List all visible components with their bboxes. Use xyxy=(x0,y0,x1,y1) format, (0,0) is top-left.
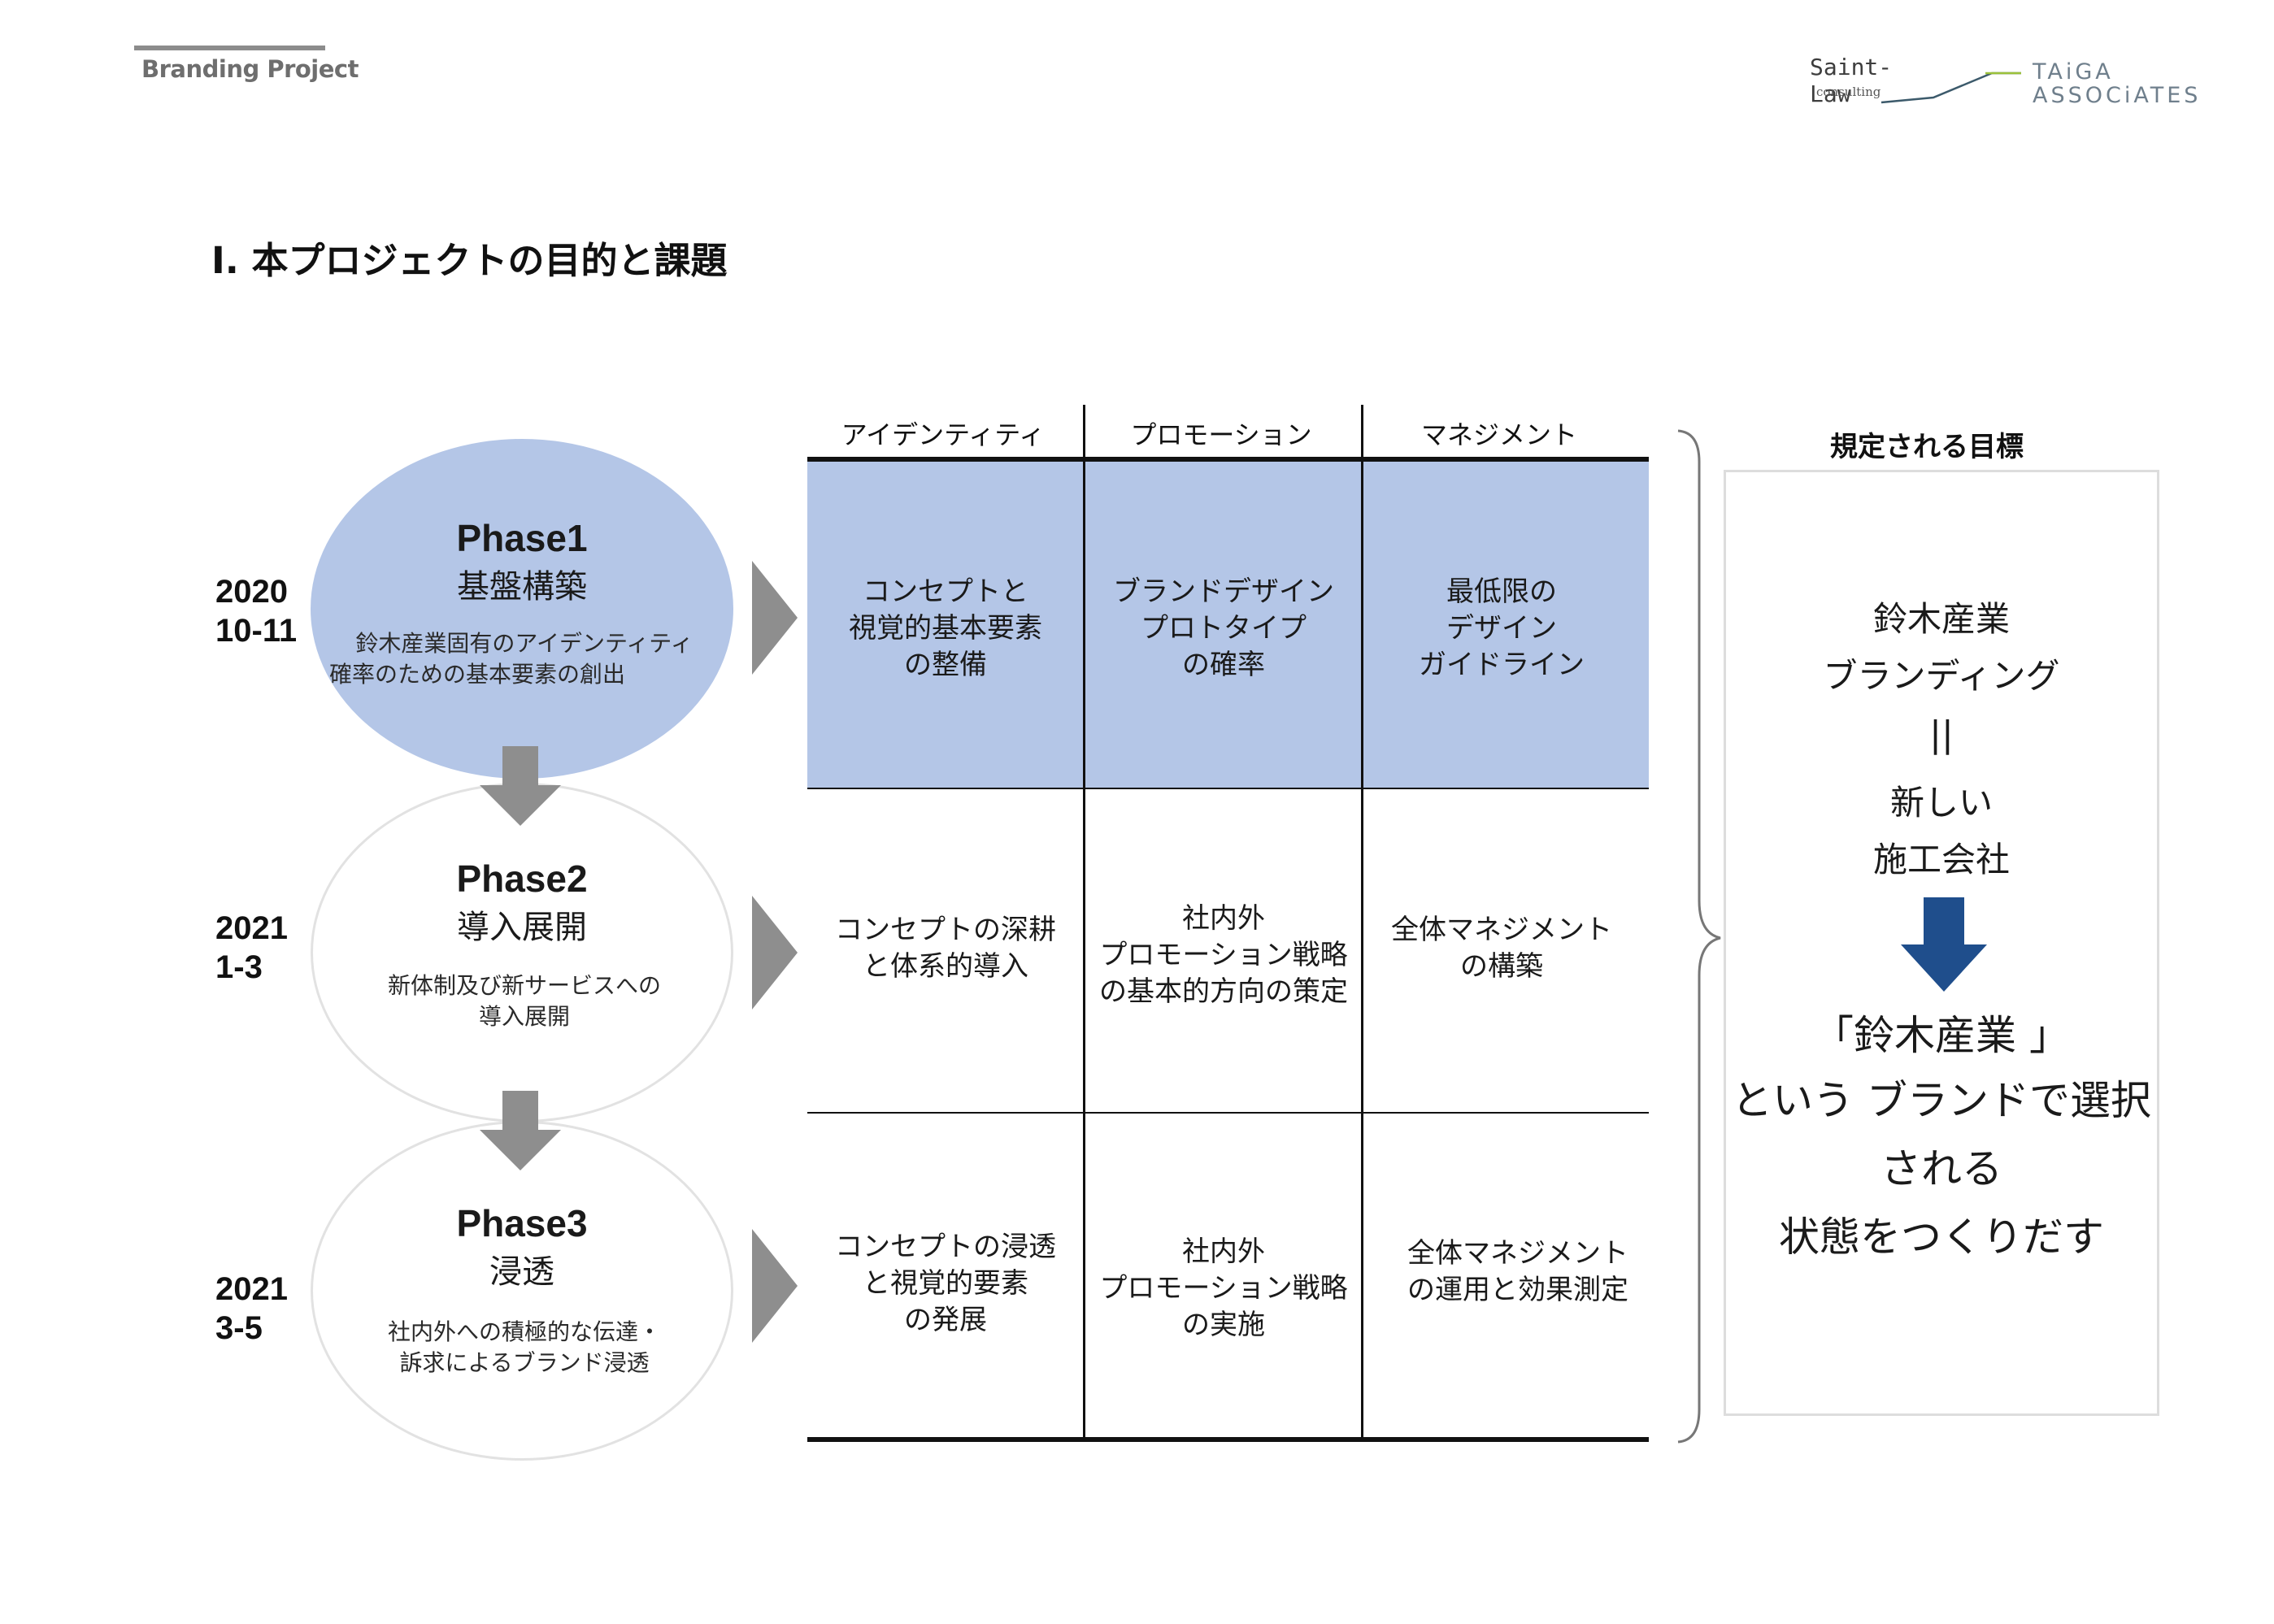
phase2-description: 新体制及び新サービスへの 導入展開 xyxy=(329,970,720,1032)
table-cell: 社内外 プロモーション戦略 の基本的方向の策定 xyxy=(1085,901,1362,1010)
chevron-right-icon xyxy=(752,561,798,675)
phase3-ellipse: Phase3 浸透 社内外への積極的な伝達・ 訴求によるブランド浸透 xyxy=(311,1121,733,1461)
table-cell: コンセプトの浸透 と視覚的要素 の発展 xyxy=(807,1229,1084,1339)
phase2-date: 2021 1-3 xyxy=(215,909,288,987)
target-result: という ブランドで選択 xyxy=(1732,1077,2151,1124)
phase1-name: Phase1 xyxy=(456,517,588,559)
cell-line: プロモーション戦略 xyxy=(1099,939,1348,971)
table-cell: 社内外 プロモーション戦略 の実施 xyxy=(1085,1234,1362,1344)
target-box xyxy=(1724,470,2159,1416)
cell-line: と体系的導入 xyxy=(863,950,1028,983)
table-column-divider xyxy=(1361,405,1363,1439)
phase3-description: 社内外への積極的な伝達・ 訴求によるブランド浸透 xyxy=(329,1317,720,1379)
highlight-row xyxy=(807,460,1649,788)
cell-line: 全体マネジメント xyxy=(1391,914,1612,946)
down-arrow-icon xyxy=(480,746,561,826)
cell-line: デザイン xyxy=(1446,612,1557,645)
cell-line: コンセプトと xyxy=(863,575,1028,608)
cell-line: と視覚的要素 xyxy=(863,1267,1028,1300)
phase1-desc-line2: 確率のための基本要素の創出 xyxy=(329,661,626,688)
cell-line: の運用と効果測定 xyxy=(1407,1274,1628,1306)
phase3-subtitle: 浸透 xyxy=(489,1253,554,1291)
phase3-name: Phase3 xyxy=(456,1202,588,1244)
column-header-promotion: プロモーション xyxy=(1130,419,1312,450)
chevron-right-icon xyxy=(752,1229,798,1343)
phase3-date-range: 3-5 xyxy=(215,1310,263,1346)
cell-line: 社内外 xyxy=(1182,1235,1265,1268)
header-rule xyxy=(134,46,325,50)
table-cell: コンセプトと 視覚的基本要素 の整備 xyxy=(807,574,1084,684)
project-label: Branding Project xyxy=(141,55,359,83)
associates-logo-text: ASSOCiATES xyxy=(2033,83,2202,108)
target-result: 「鈴木産業 」 xyxy=(1813,1012,2070,1059)
table-cell: 全体マネジメント の運用と効果測定 xyxy=(1380,1235,1656,1309)
phase1-description: 鈴木産業固有のアイデンティティ 確率のための基本要素の創出 xyxy=(329,628,720,690)
target-result: される xyxy=(1881,1145,2002,1192)
target-line: 鈴木産業 xyxy=(1872,599,2010,639)
cell-line: 全体マネジメント xyxy=(1407,1237,1628,1270)
phase1-ellipse: Phase1 基盤構築 鈴木産業固有のアイデンティティ 確率のための基本要素の創… xyxy=(311,439,733,779)
cell-line: ガイドライン xyxy=(1419,649,1585,681)
cell-line: の整備 xyxy=(904,649,987,681)
page-title: Ⅰ. 本プロジェクトの目的と課題 xyxy=(211,239,728,282)
down-arrow-icon xyxy=(480,1091,561,1170)
cell-line: の発展 xyxy=(904,1304,987,1336)
cell-line: 社内外 xyxy=(1182,902,1265,935)
table-top-rule xyxy=(807,457,1649,462)
saint-law-logo-subtext: consulting xyxy=(1816,85,1881,99)
right-brace-icon xyxy=(1677,429,1721,1444)
target-equals: || xyxy=(1929,714,1954,755)
target-line: 施工会社 xyxy=(1872,840,2010,879)
cell-line: プロモーション戦略 xyxy=(1099,1272,1348,1305)
cell-line: の構築 xyxy=(1460,950,1543,983)
logo-line-icon xyxy=(1881,72,2021,104)
cell-line: コンセプトの深耕 xyxy=(835,914,1056,946)
phase2-date-year: 2021 xyxy=(215,910,288,946)
target-line: 新しい xyxy=(1889,783,1993,823)
phase2-desc-line1: 新体制及び新サービスへの xyxy=(387,972,661,999)
phase3-desc-line2: 訴求によるブランド浸透 xyxy=(399,1349,650,1376)
table-column-divider xyxy=(1083,405,1085,1439)
phase2-name: Phase2 xyxy=(456,858,588,900)
phase1-date-year: 2020 xyxy=(215,574,288,610)
table-cell: コンセプトの深耕 と体系的導入 xyxy=(807,912,1084,985)
phase2-ellipse: Phase2 導入展開 新体制及び新サービスへの 導入展開 xyxy=(311,783,733,1122)
phase1-desc-line1: 鈴木産業固有のアイデンティティ xyxy=(355,630,694,657)
cell-line: ブランドデザイン xyxy=(1113,575,1334,608)
column-header-identity: アイデンティティ xyxy=(841,419,1046,450)
table-cell: ブランドデザイン プロトタイプ の確率 xyxy=(1085,574,1362,684)
cell-line: の基本的方向の策定 xyxy=(1099,975,1348,1008)
chevron-right-icon xyxy=(752,896,798,1010)
table-row-divider xyxy=(807,788,1649,789)
target-line: ブランディング xyxy=(1823,656,2060,696)
table-cell: 全体マネジメント の構築 xyxy=(1363,912,1640,985)
table-cell: 最低限の デザイン ガイドライン xyxy=(1363,574,1640,684)
phase1-date-range: 10-11 xyxy=(215,613,298,649)
phase1-date: 2020 10-11 xyxy=(215,572,297,650)
cell-line: プロトタイプ xyxy=(1141,612,1307,645)
phase2-date-range: 1-3 xyxy=(215,949,263,985)
cell-line: の実施 xyxy=(1182,1309,1265,1341)
target-result: 状態をつくりだす xyxy=(1779,1214,2104,1261)
table-bottom-rule xyxy=(807,1437,1649,1442)
phase3-date: 2021 3-5 xyxy=(215,1270,288,1348)
cell-line: の確率 xyxy=(1182,649,1265,681)
phase2-desc-line2: 導入展開 xyxy=(478,1003,570,1030)
phase3-desc-line1: 社内外への積極的な伝達・ xyxy=(387,1318,661,1345)
phase3-date-year: 2021 xyxy=(215,1271,288,1307)
taiga-logo-text: TAiGA xyxy=(2033,59,2114,85)
target-heading: 規定される目標 xyxy=(1830,431,2024,463)
cell-line: 視覚的基本要素 xyxy=(849,612,1042,645)
phase1-subtitle: 基盤構築 xyxy=(457,568,587,606)
phase2-subtitle: 導入展開 xyxy=(457,909,587,946)
saint-law-logo-text: Saint-Law xyxy=(1810,54,1893,107)
cell-line: コンセプトの浸透 xyxy=(835,1231,1056,1263)
down-arrow-icon xyxy=(1901,897,1987,992)
table-row-divider xyxy=(807,1112,1649,1114)
cell-line: 最低限の xyxy=(1446,575,1557,608)
column-header-management: マネジメント xyxy=(1420,419,1577,450)
